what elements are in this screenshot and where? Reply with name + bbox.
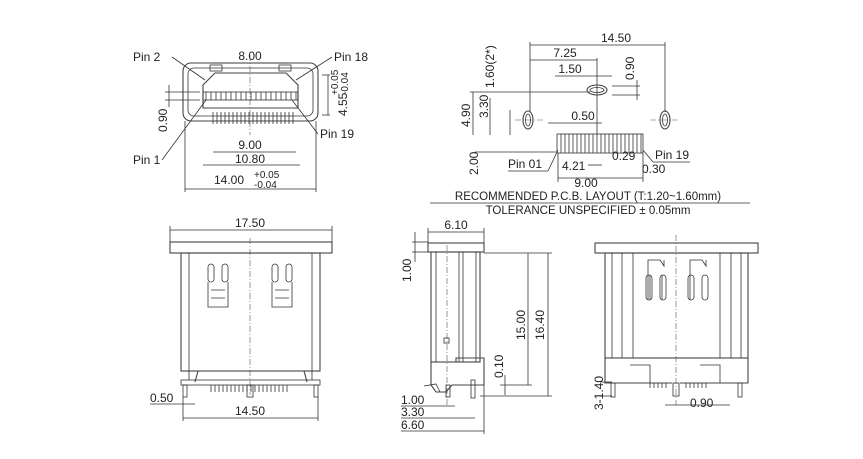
side-dim-1640: 16.40 xyxy=(533,310,547,340)
top-dim-1450: 14.50 xyxy=(235,404,265,418)
pcb-dim-029: 0.29 xyxy=(612,149,636,163)
front-dim-1400-tol-plus: +0.05 xyxy=(254,170,280,181)
side-dim-100: 1.00 xyxy=(401,393,425,407)
pcb-dim-200: 2.00 xyxy=(467,151,481,175)
pcb-dim-050: 0.50 xyxy=(571,109,595,123)
pcb-pad-row xyxy=(556,133,644,154)
side-view: 6.10 1.00 15.00 16.40 0.10 1.00 3.30 6.6… xyxy=(400,218,552,434)
pcb-dim-090: 0.90 xyxy=(623,56,637,80)
front-dim-455: 4.55 xyxy=(336,92,350,116)
pcb-label-pin19: Pin 19 xyxy=(655,148,689,162)
side-dim-330: 3.30 xyxy=(401,405,425,419)
front-pin-contacts xyxy=(205,92,297,124)
top-dim-050: 0.50 xyxy=(150,391,174,405)
top-view-clips xyxy=(207,263,293,308)
pcb-layout: 14.50 7.25 1.50 0.90 1.60(2*) 4.90 3.30 … xyxy=(430,31,750,217)
pcb-dim-030: 0.30 xyxy=(642,162,666,176)
pcb-dim-160: 1.60(2*) xyxy=(483,45,497,88)
front-dim-455-tol-plus: +0.05 xyxy=(330,69,341,95)
label-pin19: Pin 19 xyxy=(320,127,354,141)
side-dim-1500: 15.00 xyxy=(514,310,528,340)
front-dim-455-tol-minus: -0.04 xyxy=(340,72,351,95)
rear-dim-peg: 3-1.40 xyxy=(592,376,606,410)
front-dim-1400-tol-minus: -0.04 xyxy=(254,180,277,191)
rear-view-clips xyxy=(645,259,709,301)
front-dim-8: 8.00 xyxy=(238,49,262,63)
pcb-dim-900: 9.00 xyxy=(574,176,598,190)
rear-view: 3-1.40 0.90 xyxy=(592,235,759,410)
pcb-dim-421: 4.21 xyxy=(562,159,586,173)
side-dim-660: 6.60 xyxy=(401,418,425,432)
rear-dim-090: 0.90 xyxy=(690,396,714,410)
front-dim-900: 9.00 xyxy=(238,138,262,152)
side-dim-100-top: 1.00 xyxy=(400,258,414,282)
pcb-dim-1450: 14.50 xyxy=(601,31,631,45)
tolerance-note: TOLERANCE UNSPECIFIED ± 0.05mm xyxy=(486,205,691,217)
front-dim-1400: 14.00 xyxy=(214,173,244,187)
label-pin1: Pin 1 xyxy=(133,153,161,167)
pcb-label-pin01: Pin 01 xyxy=(508,157,542,171)
top-dim-1750: 17.50 xyxy=(235,216,265,230)
front-dim-090: 0.90 xyxy=(156,108,170,132)
pcb-layout-title: RECOMMENDED P.C.B. LAYOUT (T:1.20~1.60mm… xyxy=(455,191,721,203)
pcb-dim-150: 1.50 xyxy=(558,62,582,76)
front-view: 8.00 Pin 2 Pin 18 4.55 +0.05 -0.04 0.90 … xyxy=(133,49,368,192)
top-view: 17.50 0.50 14.50 xyxy=(150,216,333,421)
front-dim-1080: 10.80 xyxy=(235,152,265,166)
label-pin2: Pin 2 xyxy=(133,50,161,64)
pcb-dim-330: 3.30 xyxy=(477,94,491,118)
side-dim-610: 6.10 xyxy=(444,218,468,232)
pcb-dim-490: 4.90 xyxy=(459,103,473,127)
pcb-dim-725: 7.25 xyxy=(553,46,577,60)
side-dim-010: 0.10 xyxy=(492,354,506,378)
label-pin18: Pin 18 xyxy=(334,50,368,64)
